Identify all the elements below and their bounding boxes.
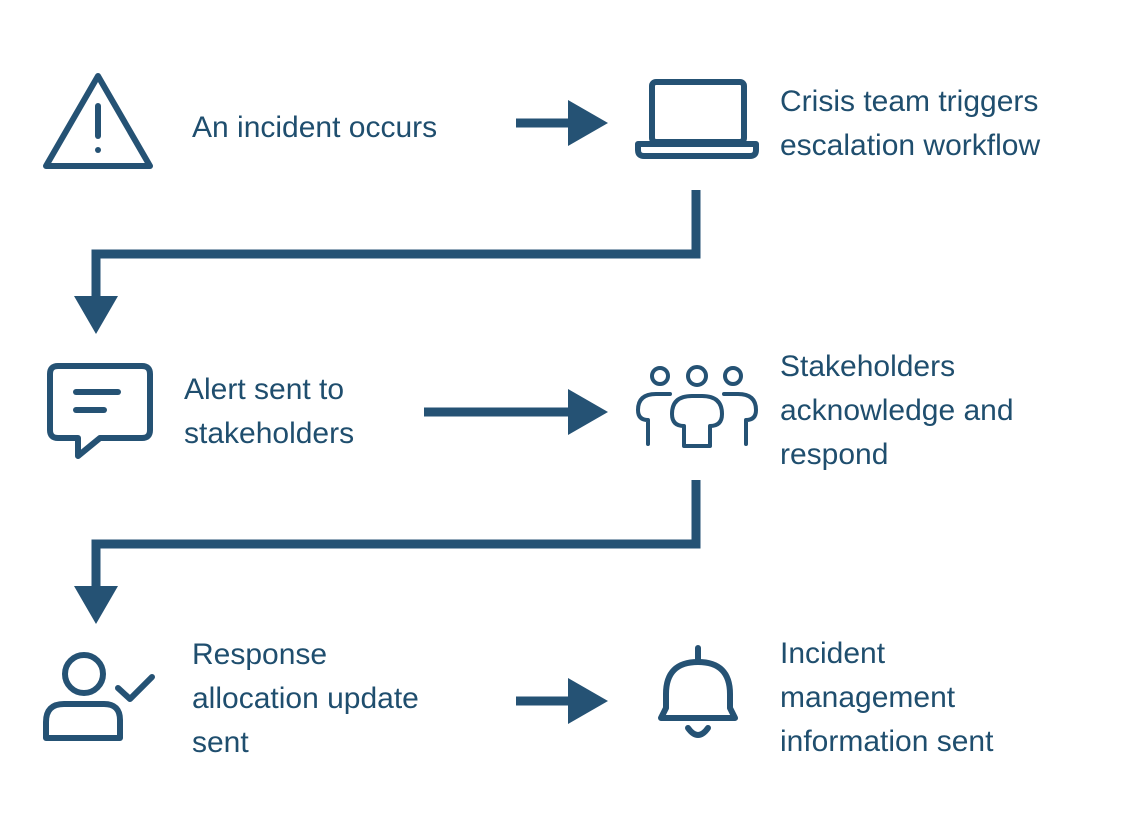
step-5-line-1: Response — [192, 638, 328, 671]
step-5-line-2: allocation update — [192, 682, 419, 715]
step-4-line-2: acknowledge and — [780, 394, 1014, 427]
step-5-line-3: sent — [192, 726, 249, 759]
step-3-line-1: Alert sent to — [184, 373, 345, 406]
step-2-line-2: escalation workflow — [780, 129, 1041, 162]
arrow-right-2 — [424, 389, 608, 435]
step-2-line-1: Crisis team triggers — [780, 85, 1039, 118]
step-4-label: Stakeholders acknowledge and respond — [780, 345, 1014, 477]
step-4-line-3: respond — [780, 438, 889, 471]
chat-message-icon — [47, 363, 153, 459]
arrow-right-1 — [516, 100, 608, 146]
people-group-icon — [636, 365, 758, 448]
warning-triangle-icon — [43, 73, 153, 169]
connectors — [74, 100, 701, 724]
arrow-right-3 — [516, 678, 608, 724]
step-5-label: Response allocation update sent — [192, 633, 419, 765]
step-2-label: Crisis team triggers escalation workflow — [780, 80, 1040, 168]
step-4-line-1: Stakeholders — [780, 350, 956, 383]
step-1-line-1: An incident occurs — [192, 111, 438, 144]
laptop-icon — [635, 79, 759, 159]
step-6-line-3: information sent — [780, 725, 994, 758]
step-6-line-2: management — [780, 681, 956, 714]
step-1-label: An incident occurs — [192, 106, 437, 150]
step-3-label: Alert sent to stakeholders — [184, 368, 354, 456]
step-3-line-2: stakeholders — [184, 417, 355, 450]
step-6-label: Incident management information sent — [780, 632, 993, 764]
step-6-line-1: Incident — [780, 637, 886, 670]
connector-down-1 — [74, 190, 701, 334]
user-check-icon — [43, 652, 155, 741]
bell-icon — [658, 645, 738, 738]
connector-down-2 — [74, 480, 701, 624]
